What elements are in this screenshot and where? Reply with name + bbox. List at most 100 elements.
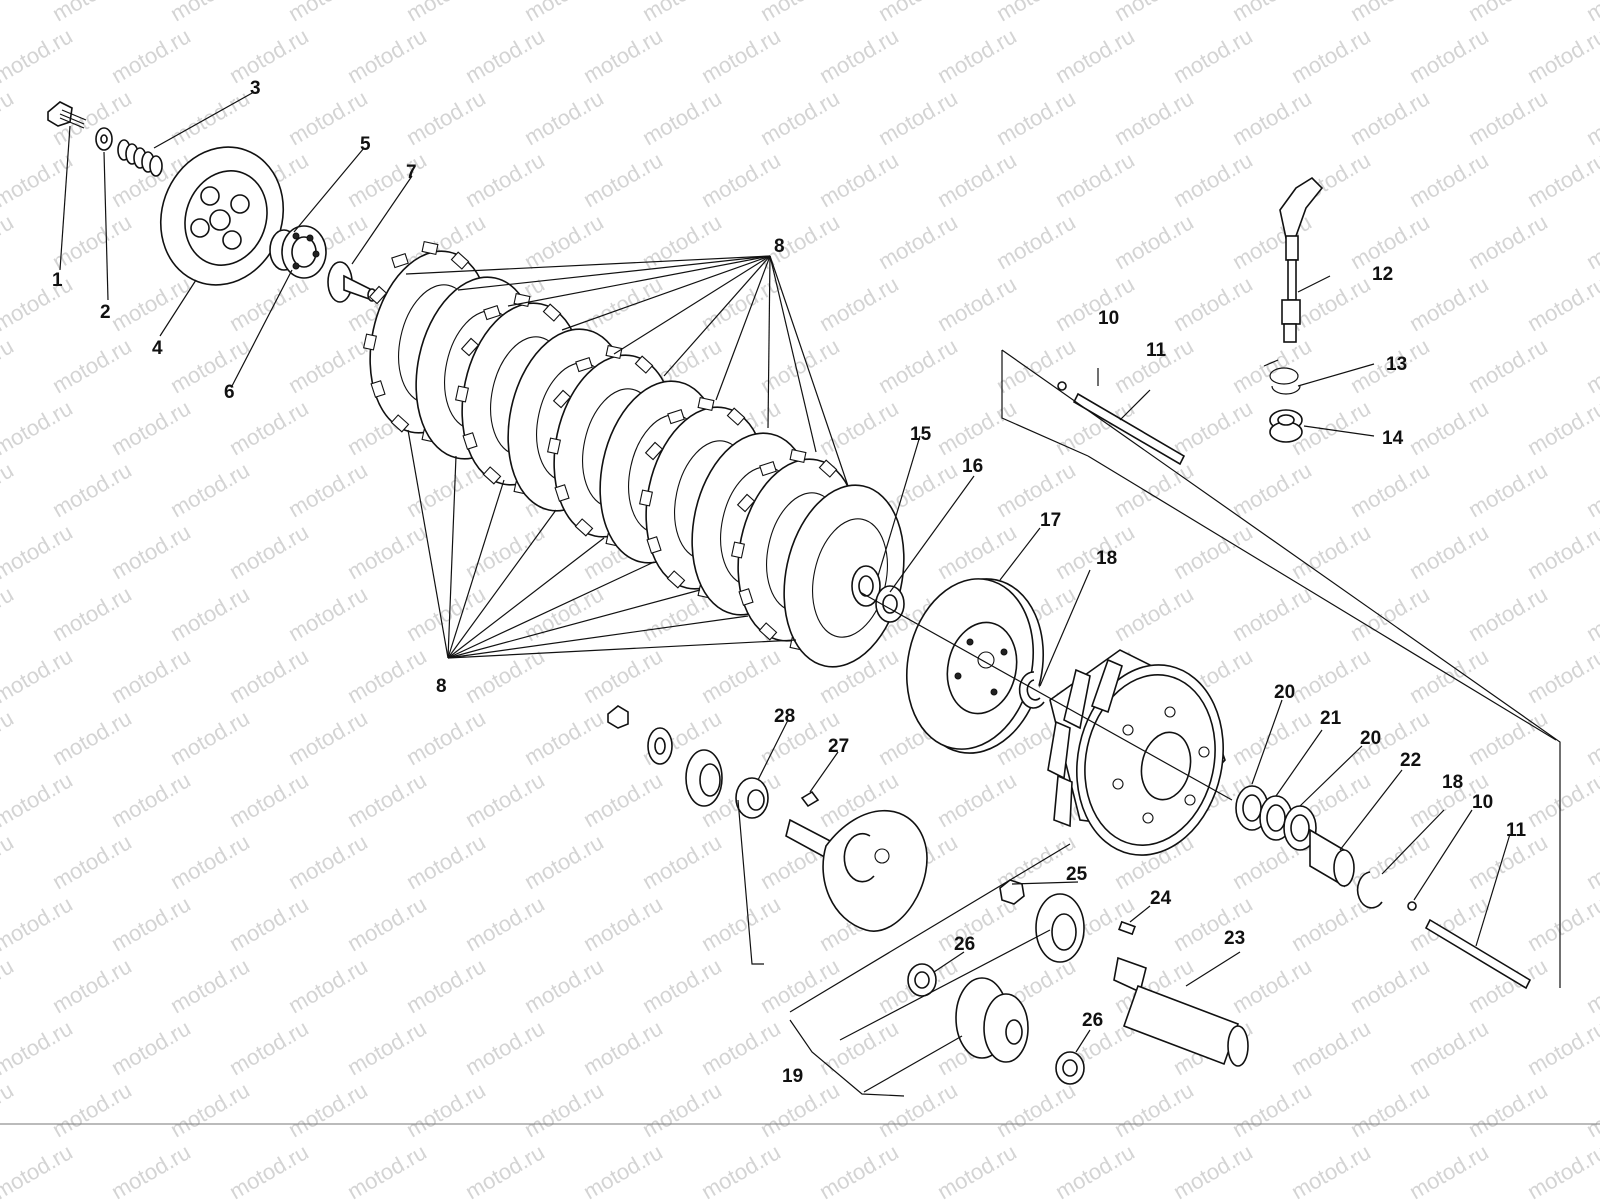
watermark-text: motod.ru <box>1582 829 1600 894</box>
watermark-text: motod.ru <box>284 953 372 1018</box>
watermark-text: motod.ru <box>0 1015 77 1080</box>
part-primary-shaft <box>785 809 928 932</box>
callout-3: 3 <box>250 78 261 99</box>
watermark-text: motod.ru <box>1228 333 1316 398</box>
watermark-text: motod.ru <box>697 1139 785 1200</box>
watermark-text: motod.ru <box>343 1015 431 1080</box>
watermark-text: motod.ru <box>166 953 254 1018</box>
callout-17: 17 <box>1040 510 1061 531</box>
watermark-text: motod.ru <box>1228 953 1316 1018</box>
watermark-text: motod.ru <box>0 705 18 770</box>
watermark-text: motod.ru <box>343 891 431 956</box>
watermark-text: motod.ru <box>1228 457 1316 522</box>
watermark-text: motod.ru <box>1464 953 1552 1018</box>
watermark-text: motod.ru <box>1464 581 1552 646</box>
watermark-text: motod.ru <box>1228 85 1316 150</box>
watermark-text: motod.ru <box>697 643 785 708</box>
part-26-washer-b <box>1055 1051 1085 1085</box>
part-4-pressure-plate <box>159 146 285 286</box>
watermark-text: motod.ru <box>520 0 608 26</box>
watermark-text: motod.ru <box>402 1077 490 1142</box>
callout-22: 22 <box>1400 750 1421 771</box>
callout-19: 19 <box>782 1066 803 1087</box>
watermark-text: motod.ru <box>402 457 490 522</box>
clutch-plate-stack <box>363 241 905 668</box>
watermark-text: motod.ru <box>1346 85 1434 150</box>
watermark-text: motod.ru <box>0 0 18 26</box>
watermark-text: motod.ru <box>579 1139 667 1200</box>
callout-8-bottom: 8 <box>436 676 447 697</box>
watermark-text: motod.ru <box>1110 209 1198 274</box>
watermark-text: motod.ru <box>1405 23 1493 88</box>
watermark-text: motod.ru <box>874 85 962 150</box>
part-10-ball-lower <box>1407 901 1417 911</box>
watermark-text: motod.ru <box>638 1077 726 1142</box>
callout-1: 1 <box>52 270 63 291</box>
callout-7: 7 <box>406 162 417 183</box>
part-17-clutch-hub <box>905 578 1045 754</box>
watermark-text: motod.ru <box>756 0 844 26</box>
watermark-text: motod.ru <box>1228 581 1316 646</box>
watermark-text: motod.ru <box>1405 271 1493 336</box>
watermark-text: motod.ru <box>0 209 18 274</box>
watermark-text: motod.ru <box>933 395 1021 460</box>
watermark-text: motod.ru <box>1169 1139 1257 1200</box>
watermark-text: motod.ru <box>815 1015 903 1080</box>
watermark-text: motod.ru <box>461 1015 549 1080</box>
part-11-rod-lower <box>1424 918 1532 990</box>
watermark-text: motod.ru <box>0 643 77 708</box>
watermark-text: motod.ru <box>1582 0 1600 26</box>
part-5-6-bearing <box>269 225 327 279</box>
watermark-text: motod.ru <box>1464 333 1552 398</box>
watermark-text: motod.ru <box>756 209 844 274</box>
watermark-text: motod.ru <box>1405 147 1493 212</box>
watermark-text: motod.ru <box>107 271 195 336</box>
watermark-text: motod.ru <box>166 333 254 398</box>
watermark-text: motod.ru <box>402 953 490 1018</box>
watermark-text: motod.ru <box>815 147 903 212</box>
watermark-text: motod.ru <box>1169 23 1257 88</box>
watermark-text: motod.ru <box>0 271 77 336</box>
watermark-text: motod.ru <box>284 333 372 398</box>
watermark-text: motod.ru <box>1523 395 1600 460</box>
watermark-text: motod.ru <box>48 953 136 1018</box>
watermark-text: motod.ru <box>520 953 608 1018</box>
watermark-text: motod.ru <box>225 643 313 708</box>
watermark-text: motod.ru <box>1582 85 1600 150</box>
watermark-text: motod.ru <box>520 1077 608 1142</box>
watermark-text: motod.ru <box>638 85 726 150</box>
watermark-text: motod.ru <box>0 1139 77 1200</box>
watermark-text: motod.ru <box>520 581 608 646</box>
part-26-washer-a <box>907 963 937 997</box>
watermark-text: motod.ru <box>1523 1015 1600 1080</box>
watermark-text: motod.ru <box>1051 1139 1139 1200</box>
part-20-needle-bearing-b <box>1283 805 1317 851</box>
watermark-text: motod.ru <box>1228 1077 1316 1142</box>
part-11-rod-upper <box>1072 392 1186 466</box>
watermark-text: motod.ru <box>1228 705 1316 770</box>
watermark-text: motod.ru <box>461 891 549 956</box>
watermark-text: motod.ru <box>638 209 726 274</box>
watermark-text: motod.ru <box>815 271 903 336</box>
watermark-text: motod.ru <box>1582 705 1600 770</box>
watermark-text: motod.ru <box>48 581 136 646</box>
watermark-text: motod.ru <box>166 1077 254 1142</box>
watermark-text: motod.ru <box>520 85 608 150</box>
part-10-ball-upper <box>1057 381 1067 391</box>
watermark-text: motod.ru <box>1287 1015 1375 1080</box>
part-28-bushing <box>735 777 769 819</box>
watermark-text: motod.ru <box>874 209 962 274</box>
callout-15: 15 <box>910 424 932 445</box>
watermark-text: motod.ru <box>1110 85 1198 150</box>
watermark-text: motod.ru <box>107 23 195 88</box>
watermark-text: motod.ru <box>1464 705 1552 770</box>
part-15-bearing <box>851 565 881 607</box>
watermark-text: motod.ru <box>166 457 254 522</box>
watermark-text: motod.ru <box>225 767 313 832</box>
watermark-text: motod.ru <box>0 829 18 894</box>
callout-27: 27 <box>828 736 849 757</box>
callout-20-a: 20 <box>1274 682 1295 703</box>
watermark-text: motod.ru <box>1287 643 1375 708</box>
part-small-gear <box>685 749 723 807</box>
watermark-text: motod.ru <box>1169 519 1257 584</box>
